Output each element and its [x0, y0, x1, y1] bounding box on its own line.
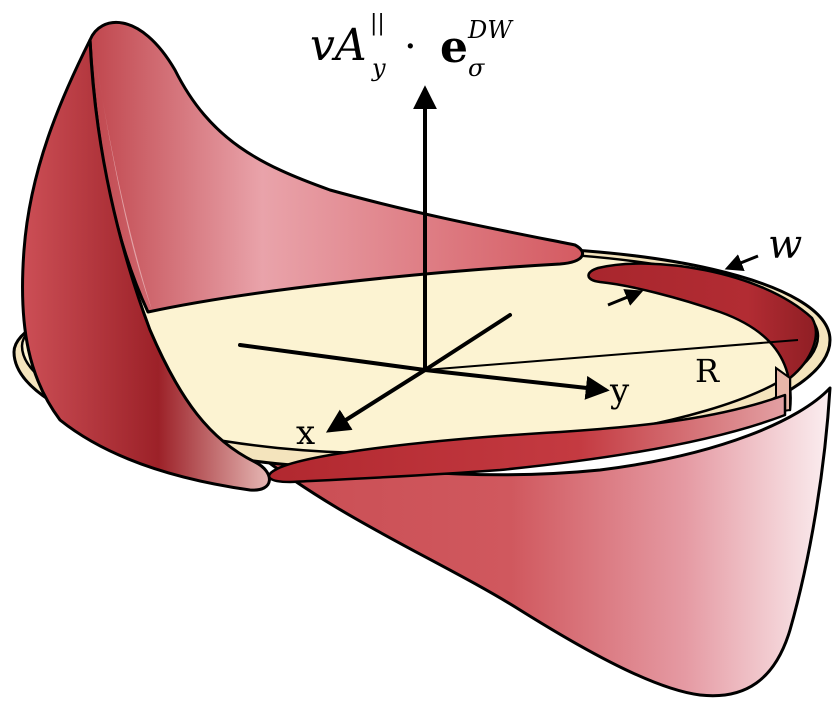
axes	[238, 85, 799, 433]
vertical-axis-label: vA || y · e DW σ	[310, 11, 514, 82]
x-axis	[325, 368, 427, 433]
width-label: w	[768, 222, 802, 268]
label-sigma-subscript: σ	[468, 54, 485, 82]
width-arrow-icon	[724, 254, 759, 272]
y-axis-label: y	[609, 371, 630, 411]
inner-bottom-strip	[267, 393, 787, 484]
back-upper-surface	[88, 20, 585, 314]
label-dw-superscript: DW	[467, 16, 514, 44]
label-e: e	[440, 22, 468, 73]
label-dot: ·	[404, 24, 417, 70]
x-axis-label: x	[296, 413, 315, 453]
front-lower-surface	[248, 386, 832, 698]
x-axis-back	[423, 313, 512, 372]
label-v: vA	[310, 20, 367, 71]
y-axis-back	[238, 343, 427, 372]
label-y-subscript: y	[371, 54, 386, 82]
radius-line	[424, 339, 799, 371]
label-parallel-superscript: ||	[370, 11, 385, 36]
radius-label: R	[695, 352, 720, 390]
y-axis	[423, 368, 610, 400]
normal-arrow-icon	[607, 289, 644, 307]
left-front-surface	[21, 38, 271, 492]
